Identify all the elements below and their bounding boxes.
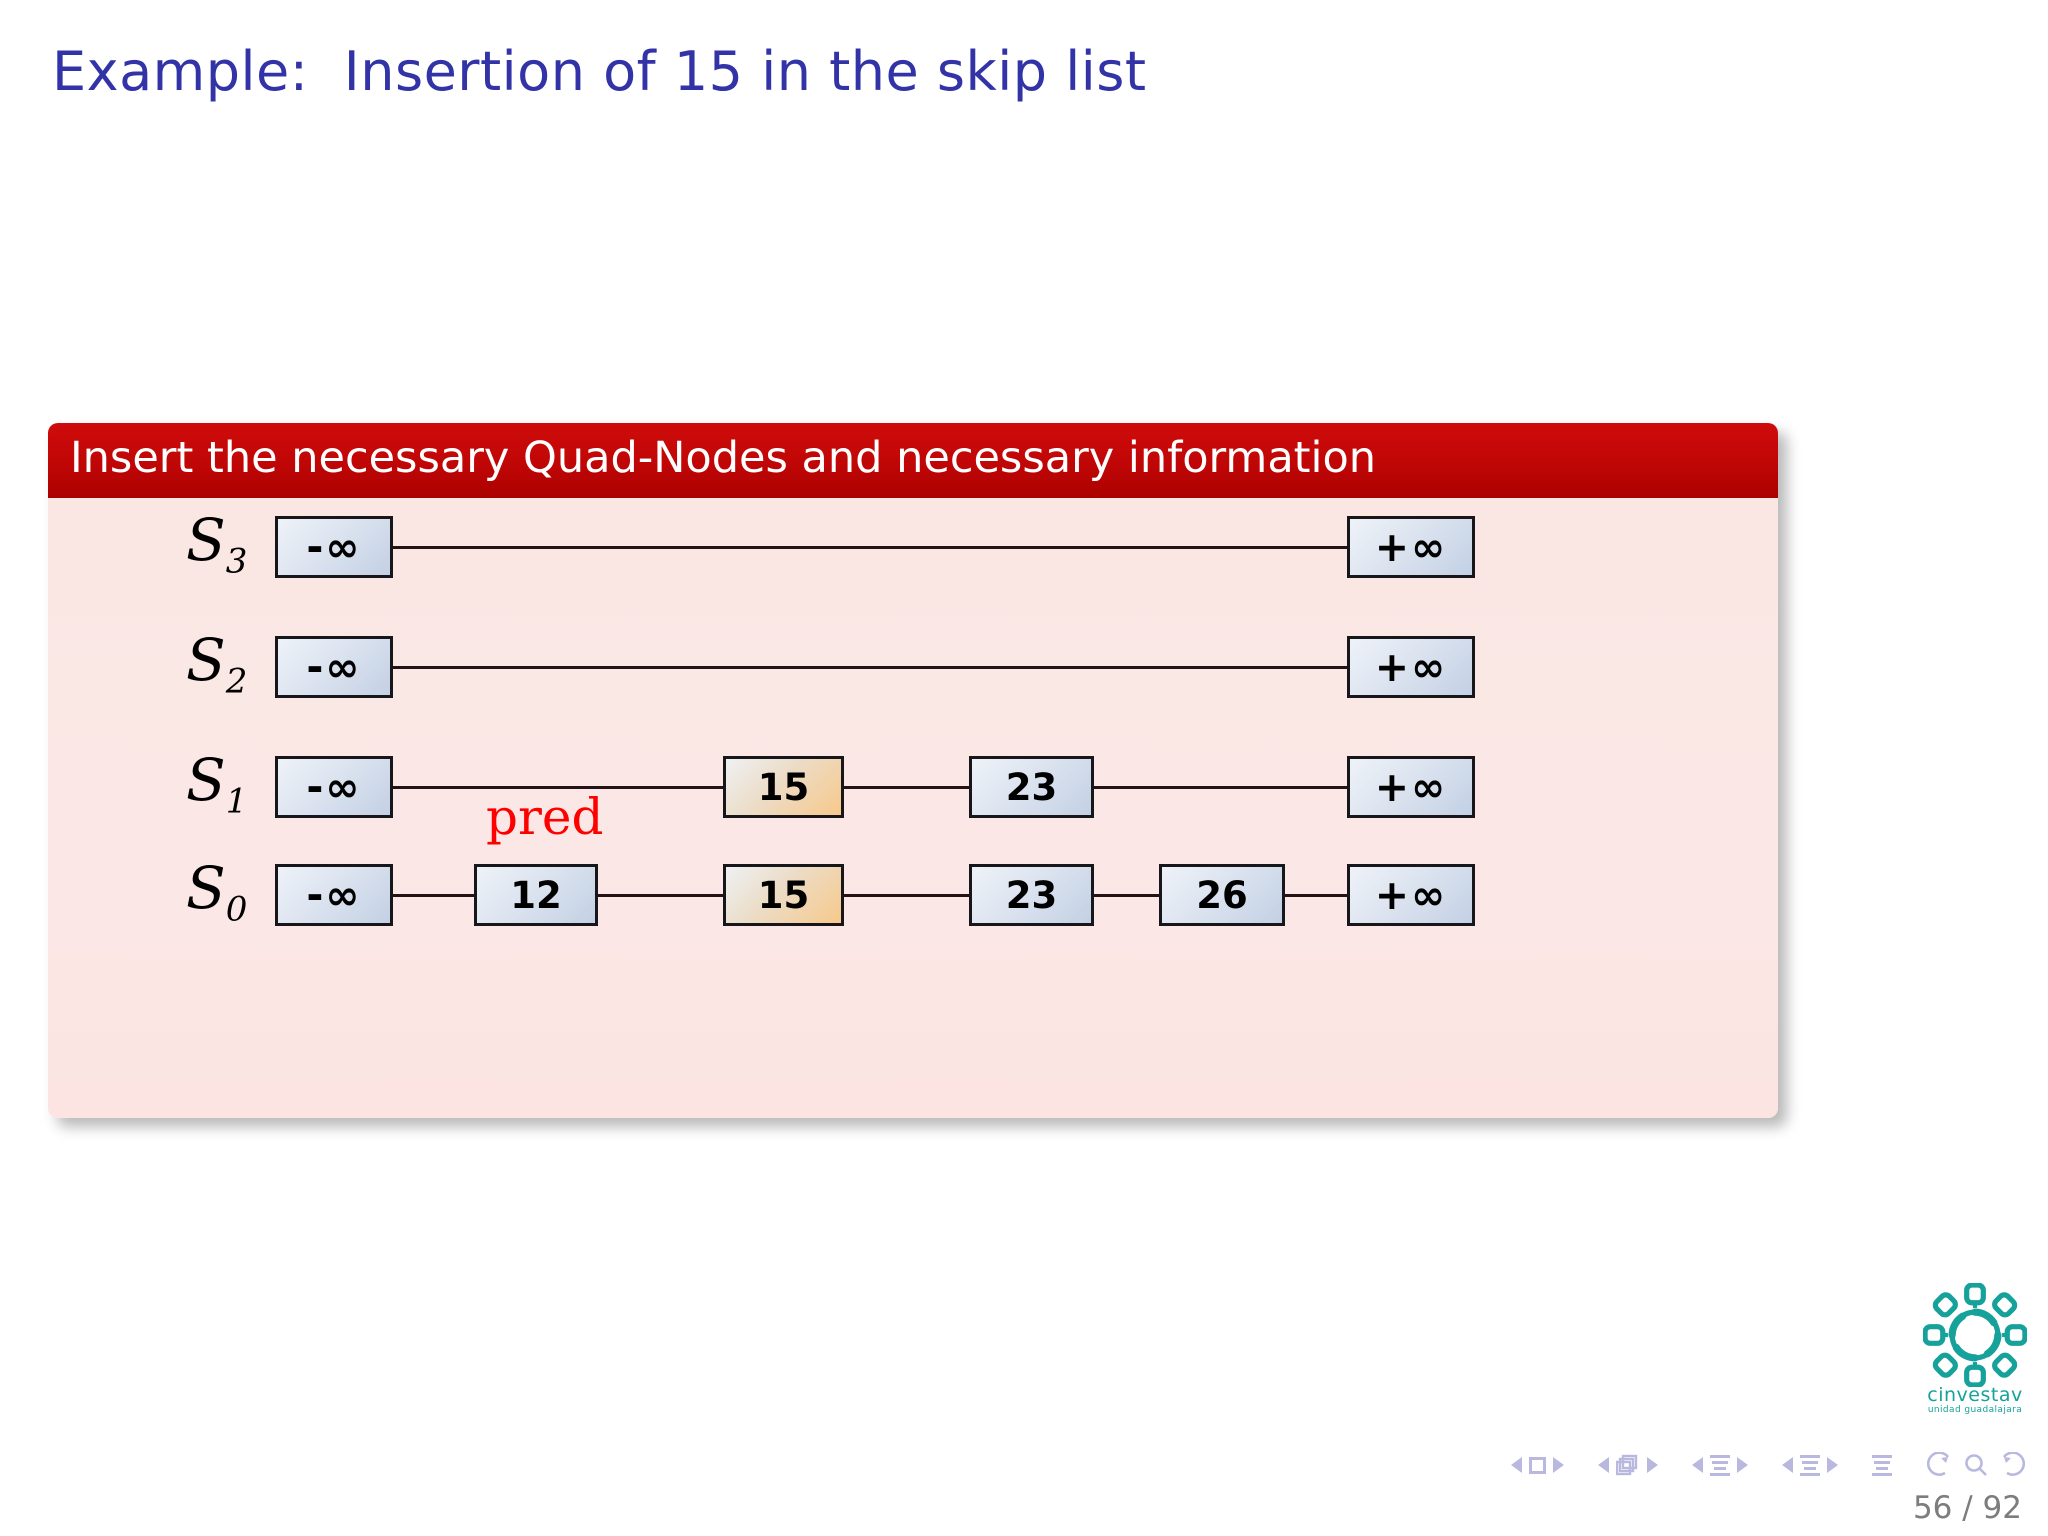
- skiplist-level-label: S2: [186, 626, 247, 702]
- skiplist-link: [393, 666, 1347, 669]
- search-icon[interactable]: [1963, 1452, 1989, 1478]
- next-subsection-icon[interactable]: [1737, 1457, 1748, 1473]
- skiplist-level-label: S0: [186, 854, 247, 930]
- skiplist-link: [393, 894, 474, 897]
- node-key-label: 15: [757, 873, 810, 917]
- frames-stack-icon[interactable]: [1616, 1454, 1640, 1476]
- skiplist-link: [1094, 894, 1159, 897]
- pred-annotation-label: pred: [486, 788, 604, 846]
- skiplist-node: +∞: [1347, 864, 1475, 926]
- infinity-sentinel-label: -∞: [306, 871, 362, 919]
- prev-section-icon[interactable]: [1782, 1457, 1793, 1473]
- page-title: Example: Insertion of 15 in the skip lis…: [52, 40, 1147, 103]
- node-key-label: 23: [1005, 873, 1058, 917]
- skiplist-row-S3: S3 -∞ +∞: [48, 498, 1778, 598]
- infinity-sentinel-label: +∞: [1374, 523, 1448, 571]
- node-key-label: 12: [510, 873, 562, 917]
- skiplist-node: 15: [723, 864, 844, 926]
- skiplist-node: -∞: [275, 636, 393, 698]
- logo-subtext: unidad guadalajara: [1927, 1405, 2023, 1415]
- level-label-subscript: 0: [225, 889, 248, 930]
- slide-square-icon[interactable]: [1529, 1456, 1546, 1474]
- nav-frame-group[interactable]: [1598, 1454, 1658, 1476]
- level-label-subscript: 3: [225, 541, 248, 582]
- beamer-navigation-bar[interactable]: [1511, 1452, 2026, 1478]
- node-key-label: 23: [1005, 765, 1058, 809]
- level-label-base: S: [186, 506, 226, 574]
- infinity-sentinel-label: +∞: [1374, 871, 1448, 919]
- skiplist-node: 15: [723, 756, 844, 818]
- skiplist-link: [393, 786, 723, 789]
- forward-icon[interactable]: [1998, 1452, 2026, 1478]
- level-label-subscript: 2: [225, 661, 248, 702]
- skiplist-node: 26: [1159, 864, 1285, 926]
- skiplist-node: -∞: [275, 756, 393, 818]
- next-frame-icon[interactable]: [1647, 1457, 1658, 1473]
- toc-lines-icon[interactable]: [1872, 1454, 1892, 1476]
- skiplist-link: [1094, 786, 1347, 789]
- prev-subsection-icon[interactable]: [1692, 1457, 1703, 1473]
- node-key-label: 15: [757, 765, 810, 809]
- skiplist-node: -∞: [275, 516, 393, 578]
- infinity-sentinel-label: -∞: [306, 763, 362, 811]
- nav-subsection-group[interactable]: [1692, 1454, 1748, 1476]
- level-label-base: S: [186, 854, 226, 922]
- page-number: 56 / 92: [1912, 1490, 2022, 1526]
- skiplist-node: -∞: [275, 864, 393, 926]
- skiplist-node: +∞: [1347, 636, 1475, 698]
- skiplist-node: 23: [969, 756, 1094, 818]
- cinvestav-emblem-icon: [1923, 1283, 2027, 1387]
- beamer-block: Insert the necessary Quad-Nodes and nece…: [48, 423, 1778, 1118]
- skiplist-node: 12: [474, 864, 598, 926]
- next-section-icon[interactable]: [1827, 1457, 1838, 1473]
- infinity-sentinel-label: +∞: [1374, 643, 1448, 691]
- nav-slide-group[interactable]: [1511, 1456, 1564, 1474]
- level-label-base: S: [186, 746, 226, 814]
- nav-section-group[interactable]: [1782, 1454, 1838, 1476]
- prev-frame-icon[interactable]: [1598, 1457, 1609, 1473]
- skiplist-row-S2: S2 -∞ +∞: [48, 618, 1778, 718]
- skiplist-link: [1285, 894, 1347, 897]
- level-label-subscript: 1: [225, 781, 248, 822]
- logo-wordmark: cinvestav: [1927, 1384, 2023, 1406]
- skiplist-link: [844, 894, 969, 897]
- infinity-sentinel-label: -∞: [306, 523, 362, 571]
- skiplist-level-label: S3: [186, 506, 247, 582]
- skiplist-row-S0: S0 -∞ 12 15 23 26 +∞: [48, 846, 1778, 946]
- block-header-title: Insert the necessary Quad-Nodes and nece…: [48, 423, 1778, 498]
- subsection-lines-icon[interactable]: [1710, 1454, 1730, 1476]
- level-label-base: S: [186, 626, 226, 694]
- skiplist-node: +∞: [1347, 756, 1475, 818]
- skiplist-level-label: S1: [186, 746, 247, 822]
- cinvestav-logo: cinvestav unidad guadalajara: [1915, 1283, 2035, 1415]
- skiplist-node: +∞: [1347, 516, 1475, 578]
- node-key-label: 26: [1196, 873, 1248, 917]
- skiplist-link: [393, 546, 1347, 549]
- infinity-sentinel-label: +∞: [1374, 763, 1448, 811]
- next-slide-icon[interactable]: [1553, 1457, 1564, 1473]
- skiplist-node: 23: [969, 864, 1094, 926]
- skiplist-row-S1: S1 -∞ 15 23 +∞: [48, 738, 1778, 838]
- prev-slide-icon[interactable]: [1511, 1457, 1522, 1473]
- back-icon[interactable]: [1926, 1452, 1954, 1478]
- infinity-sentinel-label: -∞: [306, 643, 362, 691]
- skiplist-link: [844, 786, 969, 789]
- section-lines-icon[interactable]: [1800, 1454, 1820, 1476]
- skiplist-link: [598, 894, 723, 897]
